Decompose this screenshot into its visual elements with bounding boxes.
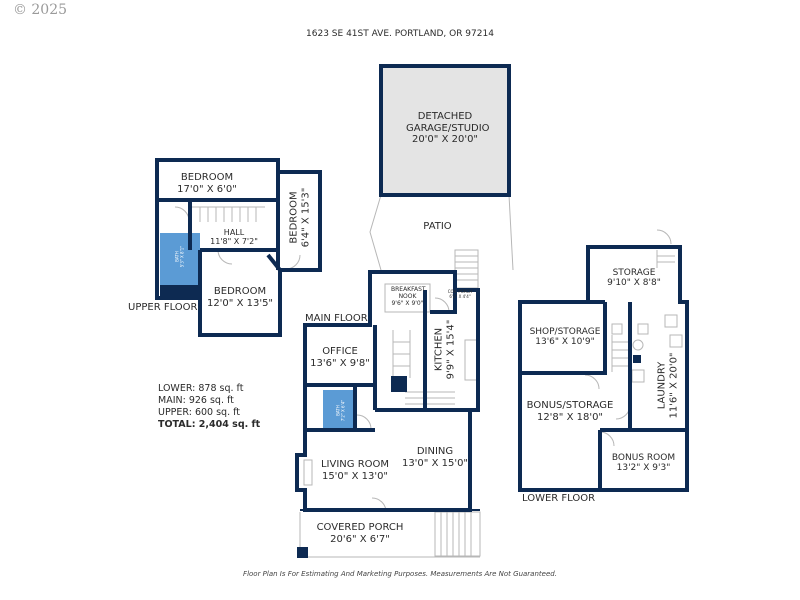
address-title: 1623 SE 41ST AVE. PORTLAND, OR 97214 — [306, 29, 494, 39]
main-bath-fill — [323, 390, 355, 430]
garage-outline — [379, 64, 511, 197]
porch-stairs — [434, 511, 481, 557]
sqft-upper: UPPER: 600 sq. ft — [158, 407, 241, 418]
sqft-main: MAIN: 926 sq. ft — [158, 395, 234, 406]
patio-outline — [369, 194, 514, 271]
upper-floor-label: UPPER FLOOR — [128, 302, 198, 313]
square-footage-summary: LOWER: 878 sq. ft MAIN: 926 sq. ft UPPER… — [158, 383, 260, 431]
lower-floor-label: LOWER FLOOR — [522, 493, 596, 504]
sqft-total: TOTAL: 2,404 sq. ft — [158, 419, 261, 430]
walls — [155, 158, 689, 512]
disclaimer-text: Floor Plan Is For Estimating And Marketi… — [243, 570, 557, 578]
nook-table — [384, 283, 431, 313]
porch-post — [297, 547, 308, 558]
lower-floor-outline — [518, 245, 689, 492]
main-floor-label: MAIN FLOOR — [305, 313, 368, 324]
sqft-lower: LOWER: 878 sq. ft — [158, 383, 244, 394]
thin-lines — [174, 179, 683, 558]
room-patio: PATIO — [423, 221, 452, 232]
copyright-watermark: © 2025 — [12, 2, 68, 18]
upper-bath-fill — [160, 233, 200, 285]
